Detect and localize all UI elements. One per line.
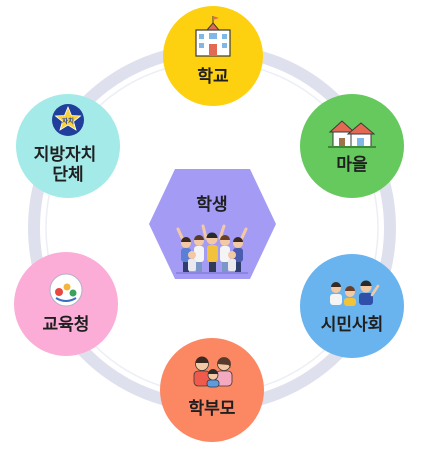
node-parents: 학부모 bbox=[160, 338, 264, 442]
node-localgov-label: 지방자치 단체 bbox=[34, 145, 102, 185]
node-parents-circle bbox=[160, 338, 264, 442]
node-localgov-label-line1: 지방자치 bbox=[34, 145, 97, 165]
node-school: 학교 bbox=[163, 6, 263, 106]
center-label: 학생 bbox=[196, 195, 227, 215]
node-village-label: 마을 bbox=[336, 155, 368, 175]
center-student: 학생 bbox=[149, 169, 276, 279]
node-education-label: 교육청 bbox=[43, 314, 90, 335]
local-government-badge-icon: 자치 bbox=[52, 104, 84, 136]
badge-text: 자치 bbox=[62, 116, 74, 125]
node-citizens-label: 시민사회 bbox=[321, 315, 384, 335]
education-office-emblem-icon bbox=[49, 273, 83, 307]
family-icon bbox=[193, 356, 233, 388]
center-hexagon bbox=[149, 169, 276, 279]
node-school-label: 학교 bbox=[197, 67, 229, 87]
node-localgov-circle bbox=[16, 94, 120, 198]
node-citizens: 시민사회 bbox=[300, 254, 404, 358]
students-group-icon bbox=[176, 224, 248, 274]
node-localgov-label-line2: 단체 bbox=[52, 165, 83, 185]
node-parents-label: 학부모 bbox=[189, 399, 236, 419]
node-localgov: 자치 지방자치 단체 bbox=[16, 94, 120, 198]
node-education: 교육청 bbox=[14, 252, 118, 356]
village-houses-icon bbox=[328, 120, 376, 148]
citizens-people-icon bbox=[330, 280, 380, 306]
node-village: 마을 bbox=[300, 94, 404, 198]
school-building-icon bbox=[195, 16, 231, 57]
